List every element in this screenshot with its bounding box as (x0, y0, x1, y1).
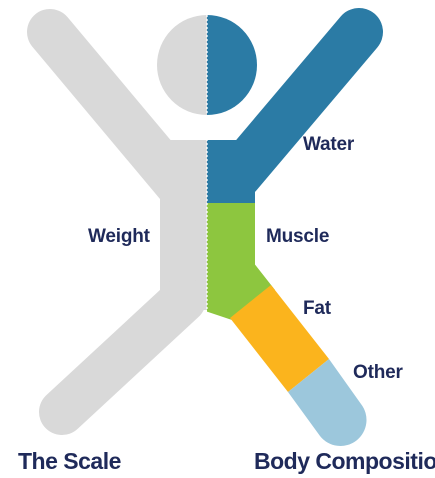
other-label: Other (353, 362, 403, 384)
weight-label: Weight (88, 226, 150, 248)
water-label: Water (303, 134, 354, 156)
torso-water (205, 140, 255, 204)
torso-muscle (205, 203, 255, 311)
scale-caption: The Scale (18, 448, 121, 475)
fat-label: Fat (303, 298, 331, 320)
muscle-label: Muscle (266, 226, 329, 248)
body-composition-caption: Body Composition (254, 448, 435, 475)
